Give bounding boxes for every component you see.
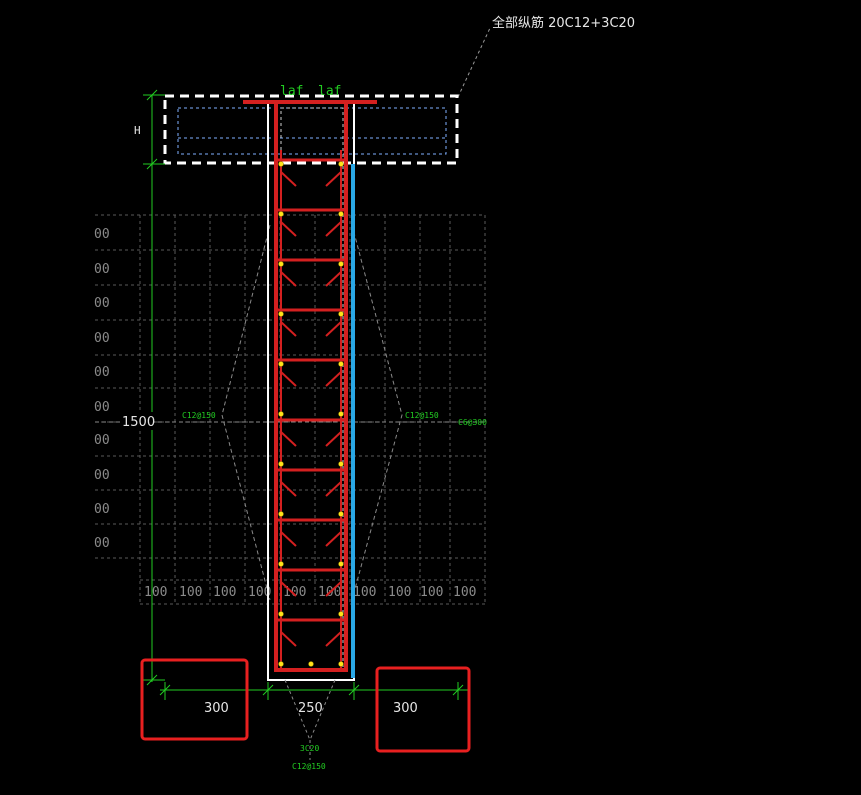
dim-center-label: 250 — [298, 701, 323, 716]
length-label-bg — [120, 412, 154, 430]
diamond-guides — [95, 224, 485, 601]
grid-row-label: 00 — [94, 502, 110, 517]
beam-dashed-outline — [163, 94, 459, 165]
annotation-box-left — [140, 658, 249, 741]
title-leader-line — [457, 27, 491, 98]
grid-col-label: 100 — [353, 585, 376, 600]
laf-label-left: laf — [280, 84, 303, 99]
stirrups — [276, 158, 346, 622]
grid-col-label: 100 — [453, 585, 476, 600]
bottom-stirrup-label: C12@150 — [292, 762, 326, 771]
grid-row-label: 00 — [94, 365, 110, 380]
tie-right-label: C6@300 — [458, 418, 487, 427]
grid-col-labels: 100 100 100 100 100 100 100 100 100 100 — [144, 585, 476, 600]
horizontal-dimension — [159, 682, 468, 700]
beam-inner-outline — [177, 107, 447, 155]
grid-col-label: 100 — [248, 585, 271, 600]
bottom-bar-label: 3C20 — [300, 744, 319, 753]
length-label: 1500 — [122, 415, 155, 430]
laf-label-right: laf — [318, 84, 341, 99]
stirrup-left-label: C12@150 — [182, 411, 216, 420]
grid-row-labels: 00 00 00 00 00 00 00 00 00 00 — [94, 227, 110, 551]
annotation-box-right — [375, 666, 471, 753]
grid-row-label: 00 — [94, 331, 110, 346]
grid-row-label: 00 — [94, 400, 110, 415]
grid-col-label: 100 — [179, 585, 202, 600]
grid-row-label: 00 — [94, 227, 110, 242]
grid-col-label: 100 — [420, 585, 443, 600]
height-label: H — [134, 124, 141, 137]
grid-row-label: 00 — [94, 536, 110, 551]
grid-col-label: 100 — [213, 585, 236, 600]
rebar-dots — [278, 161, 344, 667]
stirrup-right-label: C12@150 — [405, 411, 439, 420]
grid-col-label: 100 — [388, 585, 411, 600]
title-text: 全部纵筋 20C12+3C20 — [492, 15, 635, 31]
grid-row-label: 00 — [94, 468, 110, 483]
background-grid — [95, 214, 486, 605]
grid-col-label: 100 — [144, 585, 167, 600]
vertical-dimension — [143, 89, 165, 686]
bottom-leaders — [284, 679, 336, 760]
grid-row-label: 00 — [94, 296, 110, 311]
dim-left-label: 300 — [204, 701, 229, 716]
crossties — [280, 171, 342, 647]
dim-right-label: 300 — [393, 701, 418, 716]
grid-row-label: 00 — [94, 433, 110, 448]
grid-row-label: 00 — [94, 262, 110, 277]
